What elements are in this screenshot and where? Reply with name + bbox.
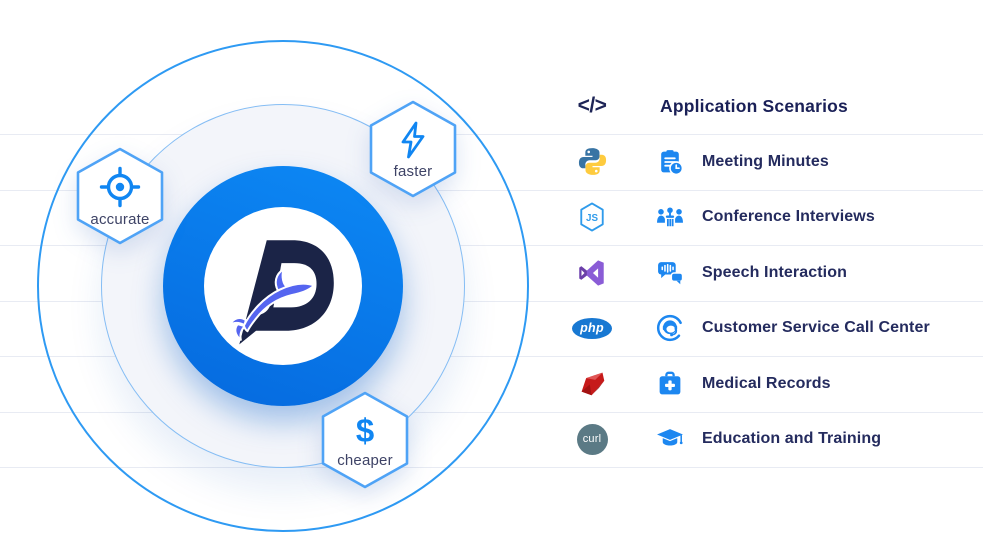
badge-cheaper: $ cheaper [319, 389, 411, 491]
badge-accurate: accurate [74, 145, 166, 247]
logo-white-disc: D [204, 207, 362, 365]
ruby-icon [581, 372, 604, 396]
scenario-row-conference-interviews: JS Conference Interviews [540, 190, 983, 246]
scenario-label: Education and Training [702, 430, 882, 448]
dolphin-d-logo [228, 240, 334, 345]
bg-guide-line [0, 134, 983, 135]
scenarios-title: Application Scenarios [660, 95, 848, 116]
scenario-label: Speech Interaction [702, 263, 847, 281]
php-label: php [580, 321, 604, 336]
bg-guide-line [0, 467, 983, 468]
scenario-label: Meeting Minutes [702, 152, 829, 170]
hexagon-shape [76, 147, 164, 245]
curl-icon: curl [576, 423, 608, 455]
badge-accurate-label: accurate [90, 211, 150, 228]
conference-interviews-icon [657, 207, 683, 227]
lightning-icon [401, 121, 425, 159]
scenario-row-speech-interaction: Speech Interaction [540, 245, 983, 301]
dolphin-icon [228, 268, 316, 341]
curl-label: curl [582, 433, 602, 446]
meeting-minutes-icon [661, 149, 684, 176]
scenario-label: Customer Service Call Center [702, 319, 930, 337]
badge-faster: faster [367, 98, 459, 200]
target-icon [99, 166, 141, 208]
application-scenarios-panel: </> Application Scenarios [540, 0, 983, 559]
customer-service-icon [656, 315, 684, 342]
scenario-row-education-training: curl Education and Training [540, 412, 983, 468]
scenario-row-medical-records: Medical Records [540, 356, 983, 412]
education-training-icon [657, 429, 683, 446]
php-icon: php [572, 317, 612, 339]
scenario-label: Conference Interviews [702, 208, 875, 226]
medical-records-icon [659, 371, 681, 395]
code-icon: </> [577, 94, 607, 117]
hexagon-shape [321, 391, 409, 489]
visual-studio-icon [579, 260, 604, 286]
nodejs-icon: JS [580, 202, 604, 232]
python-icon [578, 148, 606, 176]
badge-cheaper-label: cheaper [337, 452, 393, 469]
badge-faster-label: faster [393, 163, 433, 180]
scenario-row-meeting-minutes: Meeting Minutes [540, 134, 983, 190]
scenario-label: Medical Records [702, 374, 831, 392]
js-label: JS [586, 213, 598, 224]
outer-orbit-ring [37, 40, 529, 532]
scenario-row-customer-service: php Customer Service Call Center [540, 301, 983, 357]
scenarios-header: </> Application Scenarios [540, 78, 983, 134]
dollar-icon: $ [355, 412, 375, 449]
speech-interaction-icon [658, 261, 684, 285]
